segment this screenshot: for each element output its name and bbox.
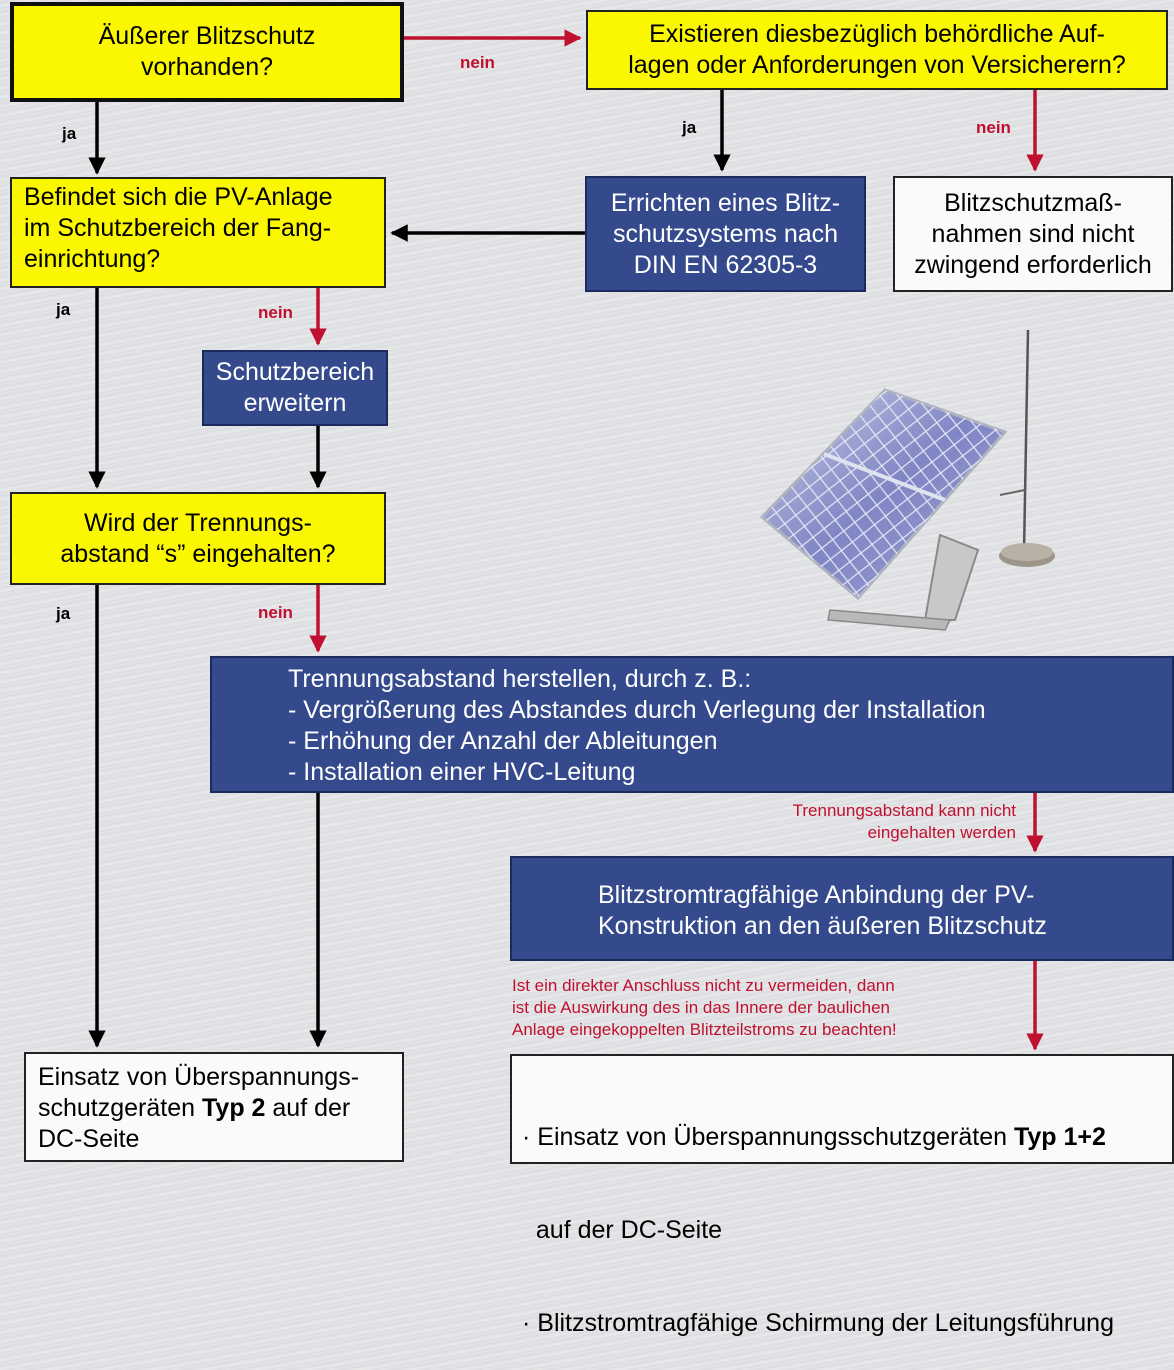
label-no: nein <box>976 118 1011 137</box>
decision-external-lightning-protection: Äußerer Blitzschutz vorhanden? <box>10 2 404 102</box>
type2-line1: Einsatz von Überspannungs- <box>38 1063 360 1091</box>
pv-panel-illustration <box>759 329 1055 631</box>
type12-line2: auf der DC-Seite <box>522 1216 723 1244</box>
make-sep-item: - Erhöhung der Anzahl der Ableitungen <box>288 727 718 755</box>
flow-arrows <box>88 29 1044 1051</box>
result-type12-spd: · Einsatz von Überspannungsschutzgeräten… <box>510 1054 1174 1337</box>
action-create-separation-distance: Trennungsabstand herstellen, durch z. B.… <box>210 656 1174 793</box>
decision-in-protection-zone: Befindet sich die PV-Anlage im Schutzber… <box>10 177 386 288</box>
result-type2-spd: Einsatz von Überspannungs- schutzgeräten… <box>24 1052 404 1162</box>
type2-line2: schutzgeräten Typ 2 auf der <box>38 1094 351 1122</box>
result-not-required: Blitzschutzmaß- nahmen sind nicht zwinge… <box>893 176 1173 292</box>
label-no: nein <box>258 303 293 322</box>
type2-line3: DC-Seite <box>38 1125 140 1153</box>
label-no: nein <box>460 53 495 72</box>
decision-authority-requirements: Existieren diesbezüglich behördliche Auf… <box>586 10 1168 90</box>
action-build-lightning-protection: Errichten eines Blitz- schutzsystems nac… <box>585 176 866 292</box>
note-separation-not-possible: Trennungsabstand kann nicht eingehalten … <box>792 801 1016 842</box>
decision-separation-distance: Wird der Trennungs- abstand “s” eingehal… <box>10 492 386 585</box>
type12-line3: · Blitzstromtragfähige Schirmung der Lei… <box>522 1309 1114 1337</box>
label-no: nein <box>258 603 293 622</box>
label-yes: ja <box>62 124 77 143</box>
type2-bold: Typ 2 <box>202 1094 266 1122</box>
type12-line1: · Einsatz von Überspannungsschutzgeräten… <box>522 1123 1106 1151</box>
make-sep-title: Trennungsabstand herstellen, durch z. B.… <box>288 665 752 693</box>
label-yes: ja <box>56 604 71 623</box>
action-lightning-bonding: Blitzstromtragfähige Anbindung der PV- K… <box>510 856 1174 961</box>
action-extend-protection-zone: Schutzbereich erweitern <box>202 350 388 426</box>
note-direct-connection: Ist ein direkter Anschluss nicht zu verm… <box>512 976 897 1039</box>
label-yes: ja <box>682 118 697 137</box>
label-yes: ja <box>56 300 71 319</box>
make-sep-item: - Installation einer HVC-Leitung <box>288 758 636 786</box>
type12-bold: Typ 1+2 <box>1013 1123 1106 1151</box>
make-sep-item: - Vergrößerung des Abstandes durch Verle… <box>288 696 986 724</box>
